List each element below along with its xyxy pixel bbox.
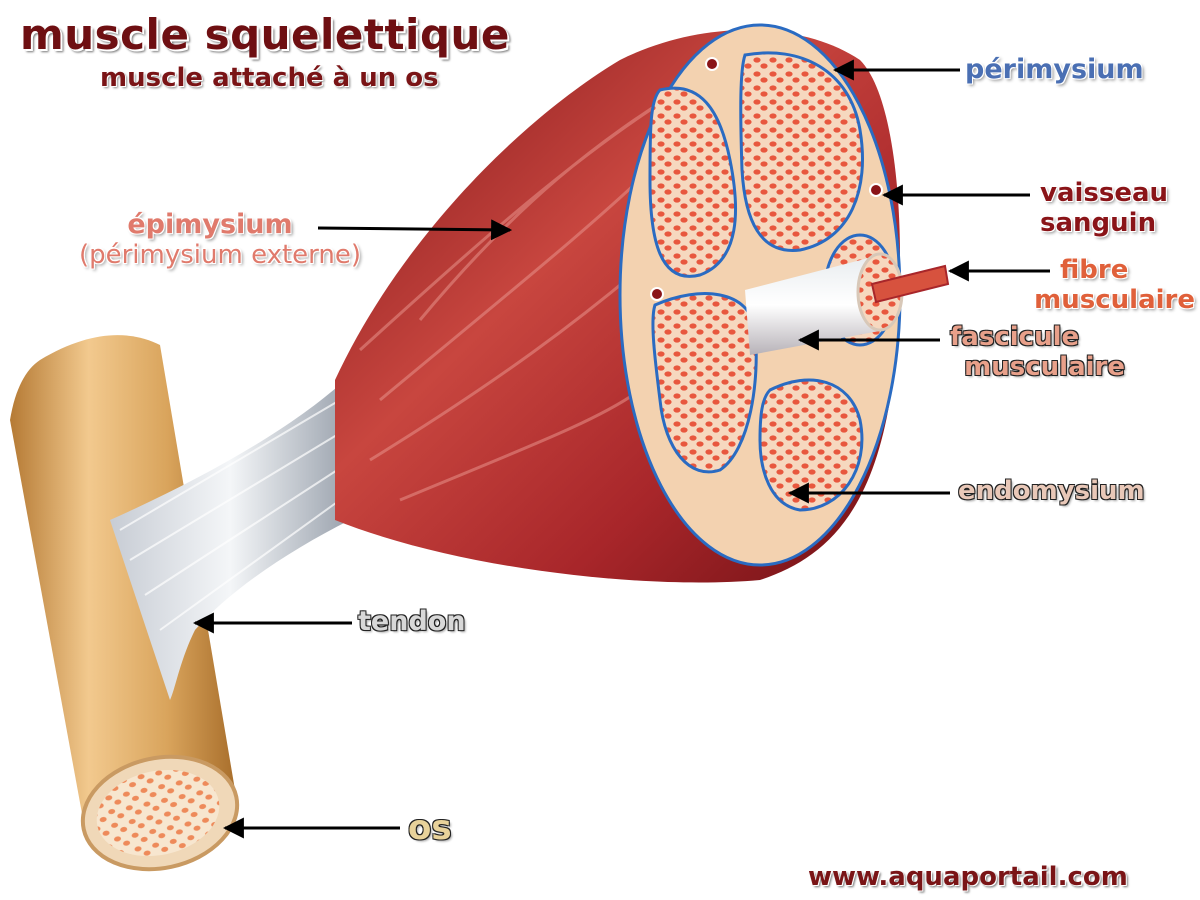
label-endomysium: endomysium	[958, 476, 1145, 506]
tendon	[110, 380, 350, 700]
website-url: www.aquaportail.com	[808, 862, 1128, 892]
muscle-fiber	[870, 264, 950, 304]
diagram-subtitle: muscle attaché à un os	[100, 63, 439, 93]
fascicle-middle-left	[651, 292, 758, 474]
cross-section	[618, 23, 950, 567]
label-fibre-musculaire: fibre musculaire	[1005, 255, 1195, 315]
arrow-epimysium	[317, 219, 513, 241]
fascicle-cylinder	[745, 255, 885, 355]
bone	[10, 335, 240, 872]
label-epimysium: épimysium (périmysium externe)	[50, 209, 390, 271]
blood-vessel-3	[650, 287, 664, 301]
label-perimysium: périmysium	[965, 54, 1144, 85]
label-vaisseau-line1: vaisseau	[1040, 178, 1169, 208]
label-fibre-line2: musculaire	[1034, 285, 1195, 315]
label-epimysium-main: épimysium	[127, 209, 293, 240]
fascicle-top-left	[648, 86, 738, 278]
label-vaisseau-line2: sanguin	[1040, 208, 1157, 238]
label-tendon: tendon	[358, 606, 466, 637]
pointer-arrows	[192, 59, 1050, 839]
label-epimysium-sub: (périmysium externe)	[78, 240, 362, 270]
label-os: os	[408, 808, 452, 848]
fascicle-bottom	[758, 378, 864, 512]
diagram-title: muscle squelettique	[20, 10, 510, 59]
label-fascicule-line2: musculaire	[964, 352, 1125, 382]
blood-vessel-2	[705, 57, 719, 71]
label-vaisseau-sanguin: vaisseau sanguin	[1040, 178, 1168, 238]
label-fascicule-line1: fascicule	[950, 322, 1080, 352]
blood-vessel	[869, 183, 883, 197]
label-fibre-line1: fibre	[1060, 255, 1129, 285]
label-fascicule-musculaire: fascicule musculaire	[930, 322, 1125, 382]
